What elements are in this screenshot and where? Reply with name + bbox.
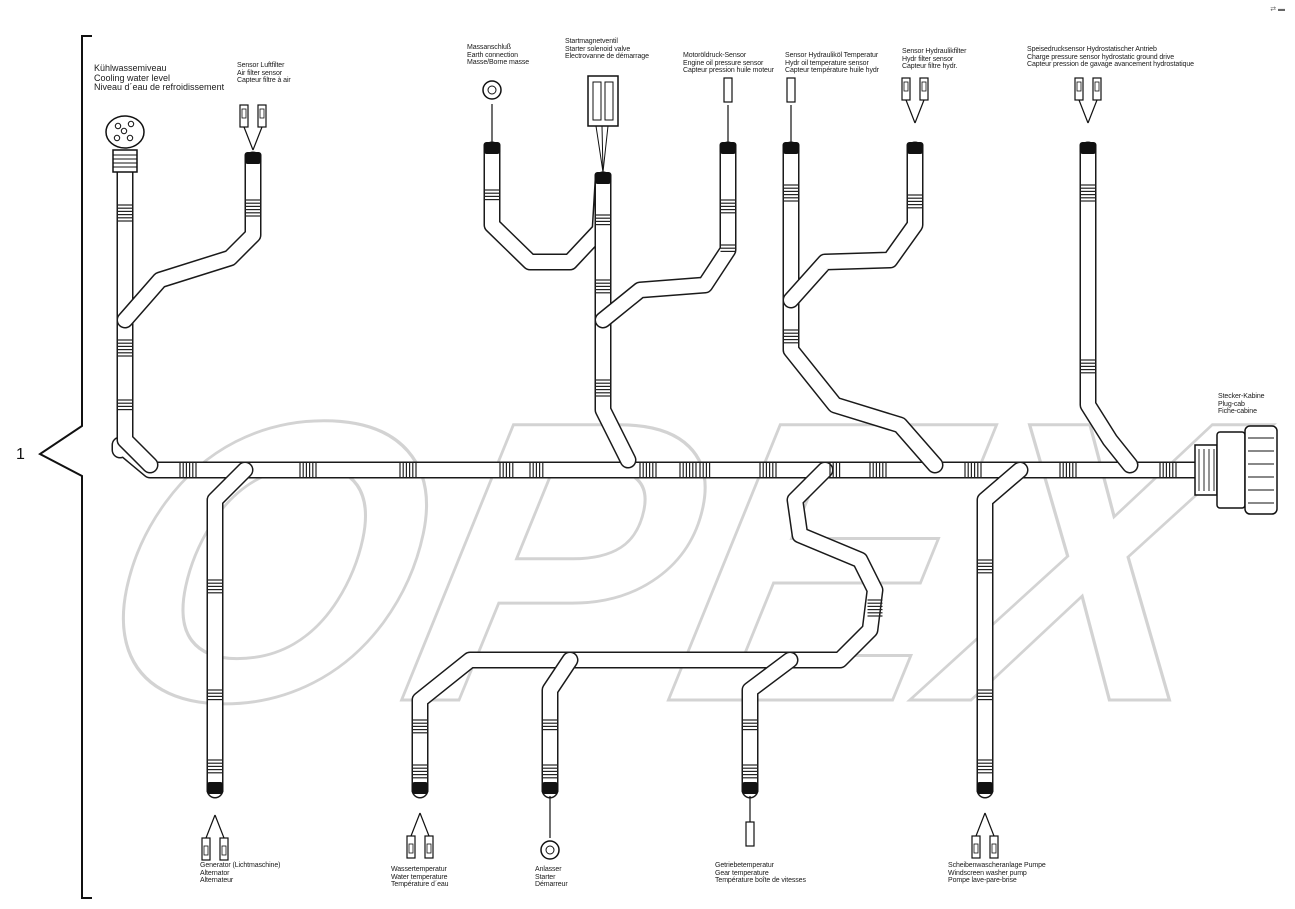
hydr-filter-blade-connector — [919, 77, 929, 101]
connector-pin — [126, 134, 134, 142]
cable-end-cap — [782, 142, 800, 154]
cable-fill — [485, 143, 610, 269]
blade-slot — [973, 843, 979, 854]
oil-pressure-connector — [723, 77, 733, 103]
blade-slot — [903, 81, 909, 92]
connector-slot — [604, 81, 614, 121]
cable-end-cap — [1079, 142, 1097, 154]
cable-fill — [543, 653, 577, 797]
air-filter-blade-connector — [257, 104, 267, 128]
alternator-blade-connector — [219, 837, 229, 861]
charge-pressure-blade-connector — [1074, 77, 1084, 101]
cable-end-cap — [719, 142, 737, 154]
assembly-bracket — [38, 35, 92, 899]
wire — [602, 125, 609, 173]
hydr-temp-connector — [786, 77, 796, 103]
cable-end-cap — [594, 172, 612, 184]
gear-temp-connector — [745, 821, 755, 847]
wire — [914, 99, 925, 124]
alternator-blade-connector — [201, 837, 211, 861]
blade-slot — [1076, 81, 1082, 92]
blade-slot — [241, 108, 247, 119]
water-temp-blade-connector — [406, 835, 416, 859]
wire — [1078, 99, 1089, 124]
wire — [1087, 99, 1098, 124]
charge-pressure-blade-connector — [1092, 77, 1102, 101]
air-filter-blade-connector — [239, 104, 249, 128]
cable-end-cap — [411, 782, 429, 794]
blade-slot — [921, 81, 927, 92]
blade-slot — [408, 843, 414, 854]
cable-end-cap — [906, 142, 924, 154]
washer-pump-blade-connector — [989, 835, 999, 859]
wire — [975, 812, 986, 837]
ring-hole — [545, 845, 555, 855]
connector-pin — [114, 122, 122, 130]
connector-pin — [120, 127, 128, 135]
wire — [984, 812, 995, 837]
harness-bands — [117, 184, 1177, 779]
washer-pump-blade-connector — [971, 835, 981, 859]
harness-connectors — [105, 75, 1278, 861]
connector-pin — [127, 120, 135, 128]
cable-fill — [596, 173, 635, 467]
cable-fill — [784, 143, 942, 472]
cable-fill — [743, 653, 797, 797]
wire — [214, 814, 225, 839]
wire — [252, 126, 263, 151]
connector-slot — [592, 81, 602, 121]
connector-pin — [113, 134, 121, 142]
cable-end-cap — [206, 782, 224, 794]
wire — [601, 125, 604, 173]
corner-mark: ⇄ ▬ — [1270, 6, 1285, 13]
wire — [595, 125, 604, 173]
blade-slot — [259, 108, 265, 119]
cable-fill — [784, 143, 922, 307]
blade-slot — [221, 845, 227, 856]
cable-fill — [1081, 143, 1137, 472]
cable-fill — [596, 143, 735, 327]
opex-watermark: OPEX — [65, 338, 1292, 785]
wire — [905, 99, 916, 124]
blade-slot — [203, 845, 209, 856]
cab-plug-collar — [1244, 425, 1278, 515]
wire — [243, 126, 254, 151]
blade-slot — [426, 843, 432, 854]
blade-slot — [991, 843, 997, 854]
water-temp-blade-connector — [424, 835, 434, 859]
cable-fill — [118, 158, 157, 472]
label-charge-pressure-sensor: Speisedrucksensor Hydrostatischer Antrie… — [1027, 46, 1194, 69]
cab-plug-nut — [1216, 431, 1246, 509]
cable-end-cap — [741, 782, 759, 794]
blade-slot — [1094, 81, 1100, 92]
hydr-filter-blade-connector — [901, 77, 911, 101]
wire — [410, 812, 421, 837]
coolant-connector-body — [112, 149, 138, 173]
cable-fill — [118, 153, 260, 327]
ring-hole — [487, 85, 497, 95]
callout-number: 1 — [16, 446, 25, 463]
wire — [205, 814, 216, 839]
cable-end-cap — [541, 782, 559, 794]
wire — [419, 812, 430, 837]
cable-end-cap — [244, 152, 262, 164]
cable-end-cap — [976, 782, 994, 794]
cable-end-cap — [483, 142, 501, 154]
